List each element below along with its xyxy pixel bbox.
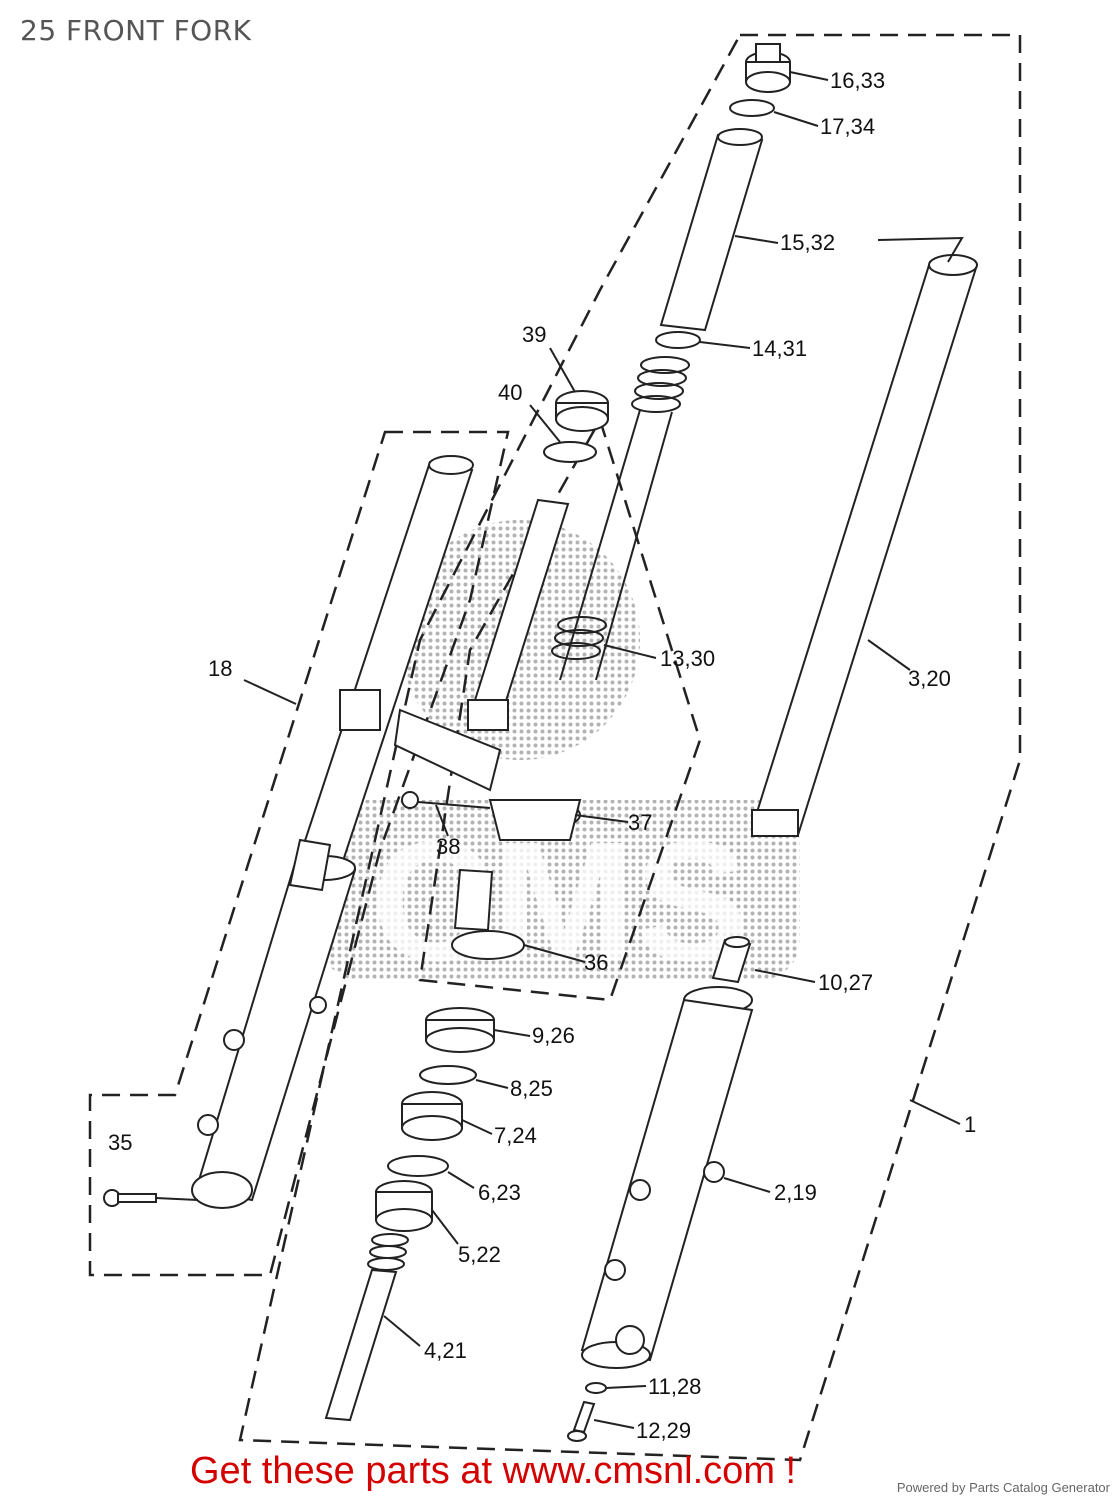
fork-leg-left [191, 455, 474, 1209]
callout-39: 39 [522, 322, 546, 347]
callout-12-29: 12,29 [636, 1418, 691, 1443]
callout-1: 1 [964, 1112, 976, 1137]
callout-6-23: 6,23 [478, 1180, 521, 1205]
callout-16-33: 16,33 [830, 68, 885, 93]
outer-tube-right [580, 986, 754, 1369]
callout-5-22: 5,22 [458, 1242, 501, 1267]
spacer-tube [659, 128, 764, 332]
part-6-washer [387, 1155, 449, 1177]
part-40-ring [543, 441, 597, 463]
part-35-bolt [103, 1189, 157, 1207]
part-37-bracket [488, 799, 582, 841]
callout-14-31: 14,31 [752, 336, 807, 361]
o-ring [729, 99, 775, 117]
part-4-damper-rod [324, 1233, 409, 1422]
inner-tube-right [750, 254, 978, 837]
callout-10-27: 10,27 [818, 970, 873, 995]
part-9-seal [425, 1007, 495, 1053]
callout-37: 37 [628, 810, 652, 835]
callout-9-26: 9,26 [532, 1023, 575, 1048]
part-7-bushing [401, 1091, 463, 1141]
callout-labels: 16,33 17,34 15,32 14,31 39 40 13,30 3,20… [108, 68, 976, 1443]
assembly-18-outline [88, 430, 510, 1277]
callout-38: 38 [436, 834, 460, 859]
callout-40: 40 [498, 380, 522, 405]
fork-spring-lower [551, 616, 607, 660]
part-11-washer [585, 1382, 607, 1394]
fork-spring-upper [559, 356, 690, 681]
inner-subgroup-outline [418, 416, 702, 1002]
callout-15-32: 15,32 [780, 230, 835, 255]
callout-11-28: 11,28 [648, 1374, 701, 1399]
page-title: 25 FRONT FORK [20, 14, 252, 47]
steering-stem [339, 498, 570, 792]
callout-4-21: 4,21 [424, 1338, 467, 1363]
callout-3-20: 3,20 [908, 666, 951, 691]
part-10-collar [711, 936, 752, 984]
leader-lines [155, 71, 964, 1429]
washer [655, 331, 701, 349]
assembly-1-outline [238, 33, 1022, 1462]
callout-36: 36 [584, 950, 608, 975]
callout-17-34: 17,34 [820, 114, 875, 139]
fork-cap-bolt [745, 43, 791, 93]
callout-13-30: 13,30 [660, 646, 715, 671]
part-38-bolt [401, 791, 491, 809]
promo-link[interactable]: Get these parts at www.cmsnl.com ! [190, 1450, 797, 1492]
credit-text: Powered by Parts Catalog Generator [896, 1480, 1110, 1495]
part-12-bolt [567, 1400, 596, 1442]
callout-35: 35 [108, 1130, 132, 1155]
callout-7-24: 7,24 [494, 1123, 537, 1148]
part-5-bushing [375, 1180, 433, 1232]
callout-18: 18 [208, 656, 232, 681]
part-8-clip [419, 1065, 477, 1085]
part-39-cap [555, 390, 609, 432]
callout-2-19: 2,19 [774, 1180, 817, 1205]
callout-8-25: 8,25 [510, 1076, 553, 1101]
